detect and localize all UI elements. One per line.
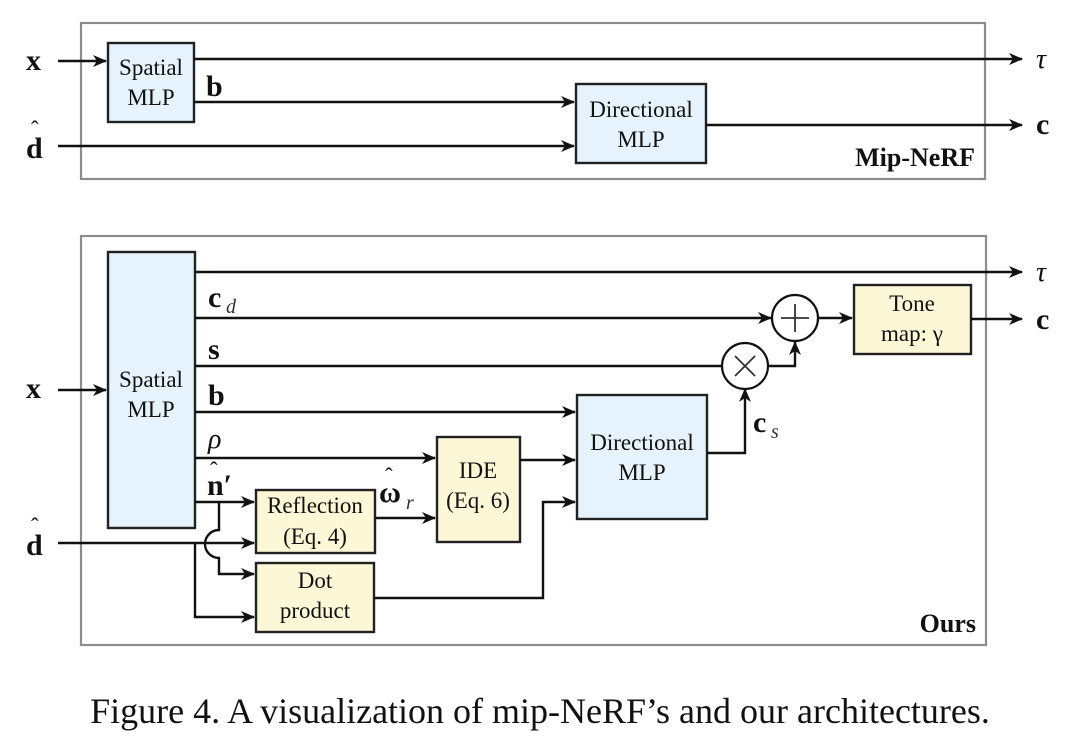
svg-text:MLP: MLP [127, 85, 174, 110]
signal-cd-label: c d [208, 281, 237, 318]
ours-input-d: d ˆ [26, 514, 43, 562]
svg-text:Spatial: Spatial [119, 367, 183, 392]
wire-n-to-dot [203, 502, 255, 580]
mipnerf-input-d: d ˆ [26, 117, 43, 165]
svg-text:product: product [280, 598, 351, 623]
ours-panel: x d ˆ Spatial MLP τ c d s b ρ n′ [26, 234, 1049, 647]
svg-text:d: d [26, 132, 43, 165]
hat-accent: ˆ [31, 117, 39, 142]
reflection-block: Reflection (Eq. 4) [254, 488, 377, 555]
dot-product-block: Dot product [254, 561, 376, 634]
wire-multiply-to-add [768, 341, 801, 368]
svg-text:(Eq. 6): (Eq. 6) [446, 488, 510, 513]
svg-text:c: c [753, 406, 766, 439]
svg-text:s: s [771, 421, 779, 443]
ours-input-x: x [26, 372, 41, 405]
svg-text:MLP: MLP [618, 460, 665, 485]
mipnerf-title: Mip-NeRF [855, 143, 975, 172]
svg-text:(Eq. 4): (Eq. 4) [283, 524, 347, 549]
svg-text:Tone: Tone [889, 291, 935, 316]
signal-rho-label: ρ [207, 424, 221, 455]
svg-text:r: r [406, 492, 414, 514]
svg-text:Directional: Directional [589, 97, 692, 122]
mipnerf-input-x: x [26, 44, 41, 77]
ide-block: IDE (Eq. 6) [435, 435, 522, 544]
svg-text:c: c [208, 281, 221, 314]
ours-output-tau: τ [1036, 257, 1047, 288]
multiply-icon [734, 355, 756, 377]
signal-n-label: n′ ˆ [207, 458, 232, 502]
svg-text:n′: n′ [207, 469, 232, 502]
mipnerf-output-c: c [1036, 108, 1049, 141]
ours-frame [79, 234, 988, 647]
svg-text:Directional: Directional [590, 430, 693, 455]
svg-text:Spatial: Spatial [119, 55, 183, 80]
add-icon [781, 304, 809, 332]
signal-b-label: b [208, 379, 225, 412]
hat-accent: ˆ [210, 458, 218, 483]
hat-accent: ˆ [385, 464, 393, 489]
wire-cs [707, 388, 751, 455]
signal-cs-label: c s [753, 406, 779, 443]
mipnerf-spatial-mlp: Spatial MLP [106, 41, 196, 124]
mipnerf-frame [79, 21, 987, 181]
svg-text:MLP: MLP [617, 127, 664, 152]
tone-map-block: Tone map: γ [852, 283, 973, 356]
wire-dot-to-directional [374, 496, 576, 600]
ours-directional-mlp: Directional MLP [575, 393, 709, 521]
figure-caption: Figure 4. A visualization of mip-NeRF’s … [90, 691, 990, 731]
signal-s-label: s [208, 333, 220, 366]
wire-d-to-dot [193, 543, 255, 623]
svg-text:d: d [26, 529, 43, 562]
svg-text:Dot: Dot [298, 568, 333, 593]
hat-accent: ˆ [31, 514, 39, 539]
ours-output-c: c [1036, 303, 1049, 336]
svg-text:Reflection: Reflection [267, 493, 363, 518]
svg-text:map: γ: map: γ [881, 321, 943, 346]
svg-text:d: d [226, 296, 237, 318]
add-node [770, 293, 820, 343]
svg-text:IDE: IDE [459, 458, 497, 483]
svg-text:ω: ω [379, 476, 401, 509]
mipnerf-directional-mlp: Directional MLP [574, 82, 708, 165]
signal-b-label: b [206, 70, 223, 103]
multiply-node [720, 341, 770, 391]
mipnerf-output-tau: τ [1036, 44, 1047, 75]
ours-spatial-mlp: Spatial MLP [106, 250, 197, 530]
mipnerf-panel: x d ˆ Spatial MLP τ b Directional MLP c … [26, 21, 1049, 181]
ours-title: Ours [920, 609, 976, 638]
svg-text:MLP: MLP [127, 397, 174, 422]
signal-omega-label: ω r ˆ [379, 464, 414, 514]
